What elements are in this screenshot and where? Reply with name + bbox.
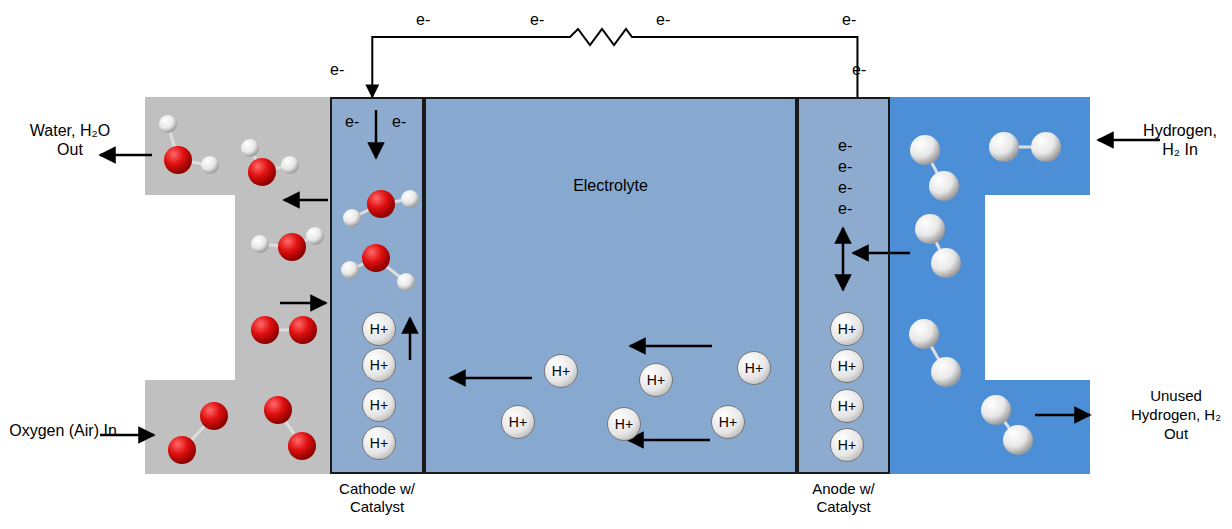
ion-label: H+ <box>370 357 388 373</box>
ion-label: H+ <box>719 414 737 430</box>
anode-gas-channel <box>890 97 1090 474</box>
ion-label: H+ <box>370 397 388 413</box>
cathode-fill <box>330 97 424 474</box>
hydrogen-ion: H+ <box>544 354 578 388</box>
ion-label: H+ <box>838 437 856 453</box>
hydrogen-ion: H+ <box>711 405 745 439</box>
ion-label: H+ <box>370 321 388 337</box>
molecules <box>159 115 1061 464</box>
electron-label: e- <box>842 10 856 29</box>
hydrogen-ion: H+ <box>830 389 864 423</box>
hydrogen-ion: H+ <box>362 312 396 346</box>
ion-label: H+ <box>370 435 388 451</box>
flow-label: Hydrogen, H₂ In <box>1132 121 1228 159</box>
hydrogen-ion: H+ <box>830 428 864 462</box>
electron-label: e- <box>656 10 670 29</box>
ion-label: H+ <box>615 416 633 432</box>
hydrogen-ion: H+ <box>607 407 641 441</box>
ion-label: H+ <box>838 321 856 337</box>
flow-label: Water, H₂O Out <box>20 121 120 159</box>
flow-arrows <box>100 110 1160 440</box>
electrode-box: Cathode w/ CatalystH+H+H+H+ <box>330 97 424 474</box>
ion-label: H+ <box>745 360 763 376</box>
ion-label: H+ <box>647 372 665 388</box>
electron-label: e- <box>416 10 430 29</box>
hydrogen-ion: H+ <box>639 363 673 397</box>
hydrogen-ion: H+ <box>362 426 396 460</box>
flow-label: Oxygen (Air) In <box>8 421 118 440</box>
electrode-label: Cathode w/ Catalyst <box>317 480 437 516</box>
hydrogen-ion: H+ <box>830 349 864 383</box>
cathode-gas-channel <box>145 97 330 474</box>
flow-label: Unused Hydrogen, H₂ Out <box>1124 386 1228 443</box>
electrolyte-fill <box>424 97 797 474</box>
ion-label: H+ <box>838 358 856 374</box>
ion-label: H+ <box>838 398 856 414</box>
electron-label: e- <box>838 199 852 218</box>
electron-label: e- <box>852 60 866 79</box>
electron-label: e- <box>330 60 344 79</box>
hydrogen-ion: H+ <box>830 312 864 346</box>
hydrogen-ion: H+ <box>737 351 771 385</box>
region-label: Electrolyte <box>426 177 795 195</box>
electron-label: e- <box>530 10 544 29</box>
hydrogen-ion: H+ <box>501 405 535 439</box>
hydrogen-ion: H+ <box>362 348 396 382</box>
electron-label: e- <box>838 178 852 197</box>
external-circuit-wire <box>372 29 857 97</box>
electrode-label: Anode w/ Catalyst <box>784 480 904 516</box>
electron-label: e- <box>838 136 852 155</box>
electron-label: e- <box>838 157 852 176</box>
electrolyte-box: ElectrolyteH+ H+ H+ H+ H+ H+ <box>424 97 797 474</box>
electron-label: e- <box>392 112 406 131</box>
ion-label: H+ <box>509 414 527 430</box>
anode-fill <box>797 97 890 474</box>
electron-label: e- <box>345 112 359 131</box>
hydrogen-ion: H+ <box>362 388 396 422</box>
ion-label: H+ <box>552 363 570 379</box>
